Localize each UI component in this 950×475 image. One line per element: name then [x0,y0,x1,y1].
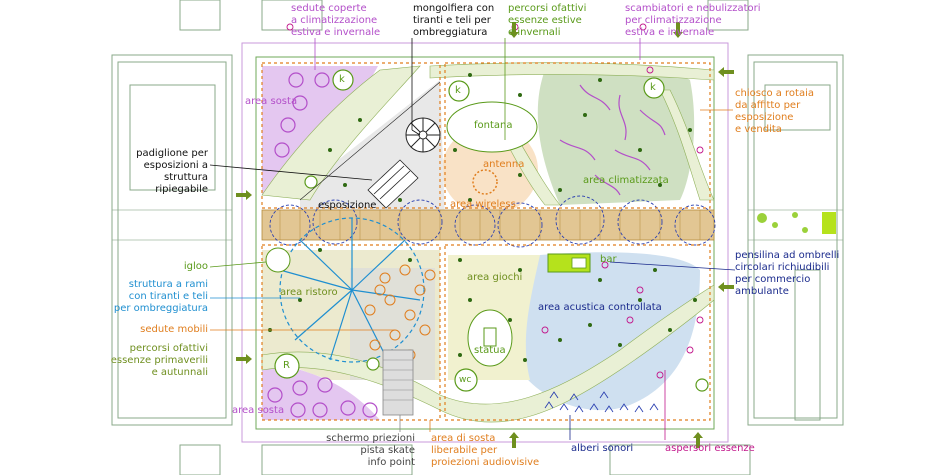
building-top-left [179,0,221,31]
statue-pedestal [483,327,497,347]
marker-k-1: k [339,74,345,85]
bar-counter [571,257,587,269]
label-sound-trees: alberi sonori [571,443,634,454]
zone-statue: statua [474,345,506,356]
label-sprinklers: aspersori essenze [665,443,755,454]
label-spring-paths: percorsi ofattivi essenze primaverili e … [110,343,208,378]
igloo-icon [265,247,291,273]
label-mobile-seats: sedute mobili [140,324,208,335]
label-covered-seats: sedute coperte a climatizzazione estiva … [291,3,381,38]
building-bottom-left [179,444,221,475]
street-green [757,212,836,234]
antenna-icon [472,169,498,195]
label-branch-structure: struttura a rami con tiranti e teli per … [113,279,208,314]
small-marker-1 [304,175,318,189]
zone-fountain: fontana [474,120,513,131]
exhibition-edge [299,81,441,201]
path-top-left [261,65,421,201]
marker-r: R [283,360,290,371]
skate-lines [383,359,413,401]
zone-dashes [261,62,711,421]
label-balloon: mongolfiera con tiranti e teli per ombre… [413,3,495,38]
leader-lines [209,38,736,440]
marker-k-2: k [455,85,461,96]
label-exchangers: scambiatori e nebulizzatori per climatiz… [625,3,761,38]
label-canopy: pensilina ad ombrelli circolari richiudi… [735,250,840,297]
marker-k-3: k [650,82,656,93]
skate-screen [382,349,414,416]
street-right [747,209,844,241]
small-marker-3 [695,378,709,392]
entrance-arrows [236,22,734,448]
branch-structure [279,217,425,363]
zone-bottom-right [444,244,711,421]
pavilion [367,159,419,209]
building-bottom-mid [261,444,413,475]
wifi-circles [269,195,716,248]
zone-wireless: area wireless [450,199,516,210]
zone-exhibition: esposizione [318,200,377,211]
building-top-mid [261,0,323,31]
path-bottom-curve [261,284,715,423]
zone-bottom-left [261,244,441,421]
label-summer-paths: percorsi ofattivi essenze estive e inver… [508,3,587,38]
zone-restaurant: area ristoro [280,287,338,298]
label-kiosk: chiosco a rotaia da affitto per esposizi… [735,88,815,135]
label-screen: schermo priezioni pista skate info point [326,433,415,468]
zone-bar: bar [600,254,617,265]
label-rest-area: area di sosta liberabile per proiezioni … [431,433,540,468]
restaurant-marker [274,353,300,379]
zone-area-sosta-bottom: area sosta [232,405,285,416]
wc-marker [454,368,478,392]
path-right [659,89,715,201]
sprinklers [286,23,704,379]
kiosk-marker-2 [448,80,470,102]
statue [467,309,513,367]
marker-circles [274,69,709,392]
fountain [446,101,538,153]
zone-climate: area climatizzata [583,175,669,186]
building-bottom-right [609,444,751,475]
marker-wc: wc [459,375,472,385]
tree-dots [268,73,697,362]
climate-area [537,64,695,205]
acoustic-area [515,252,700,411]
small-marker-2 [366,357,380,371]
building-top-right [707,0,749,31]
site-boundary-outer [241,42,729,443]
label-igloo: igloo [183,261,208,272]
scented-paths [261,62,715,423]
sound-trees [544,391,659,413]
balloon [405,117,441,153]
zone-area-sosta-top: area sosta [245,96,298,107]
site-boundary-inner [255,56,715,430]
building-left-detail [129,84,216,191]
zone-antenna: antenna [483,159,525,170]
zone-acoustic: area acustica controllata [538,302,662,313]
kiosk-marker-1 [332,69,354,91]
pergola-stripes [279,210,701,240]
aroma-curves [559,84,666,196]
building-right-detail-top [764,84,831,131]
street-left [111,209,233,241]
zone-play: area giochi [467,272,523,283]
building-right-detail [794,269,821,421]
central-pergola [261,209,715,241]
covered-seats [267,72,378,418]
kiosk-marker-3 [643,77,665,99]
label-pavilion: padiglione per esposizioni a struttura r… [136,148,208,195]
path-top [429,62,715,81]
zone-top-right [444,62,711,209]
